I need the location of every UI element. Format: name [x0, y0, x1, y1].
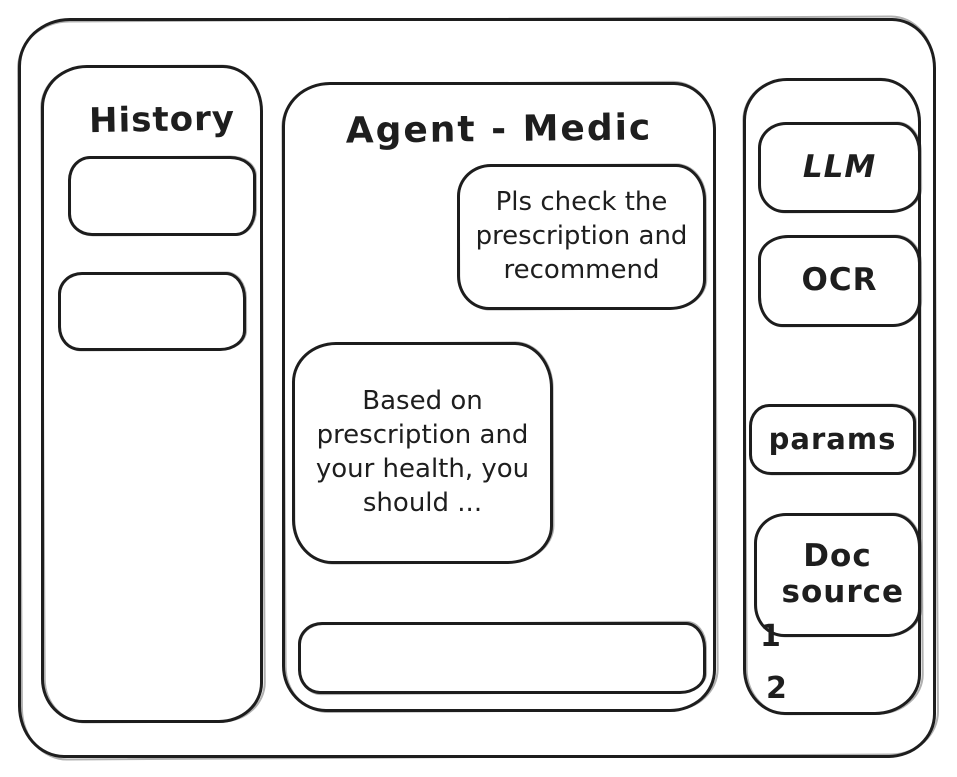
ocr-button[interactable]: OCR [758, 235, 921, 327]
doc-source-button[interactable]: Doc source [754, 513, 921, 637]
agent-message-bubble: Based on prescription and your health, y… [292, 342, 553, 564]
chat-panel: Agent - Medic Pls check the prescription… [282, 82, 716, 712]
history-panel: History [41, 65, 263, 723]
llm-button[interactable]: LLM [758, 122, 921, 213]
history-item-2[interactable] [58, 272, 246, 351]
user-message-text: Pls check the prescription and recommend [475, 187, 688, 285]
history-item-1[interactable] [68, 156, 256, 236]
llm-button-label: LLM [802, 148, 877, 185]
chat-title: Agent - Medic [345, 107, 653, 152]
app-frame: History Agent - Medic Pls check the pres… [18, 18, 936, 758]
user-message-bubble: Pls check the prescription and recommend [457, 164, 706, 310]
message-input[interactable] [301, 625, 703, 691]
params-button[interactable]: params [749, 404, 916, 475]
message-input-box [298, 622, 706, 694]
params-button-label: params [768, 421, 897, 456]
history-title: History [88, 98, 236, 142]
doc-source-item-1[interactable]: 1 [760, 619, 781, 654]
doc-source-button-label: Doc source [781, 538, 905, 610]
ocr-button-label: OCR [801, 262, 878, 299]
agent-message-text: Based on prescription and your health, y… [315, 386, 530, 518]
tools-panel: LLM OCR params Doc source 1 2 [743, 78, 921, 715]
doc-source-item-2[interactable]: 2 [766, 671, 787, 706]
